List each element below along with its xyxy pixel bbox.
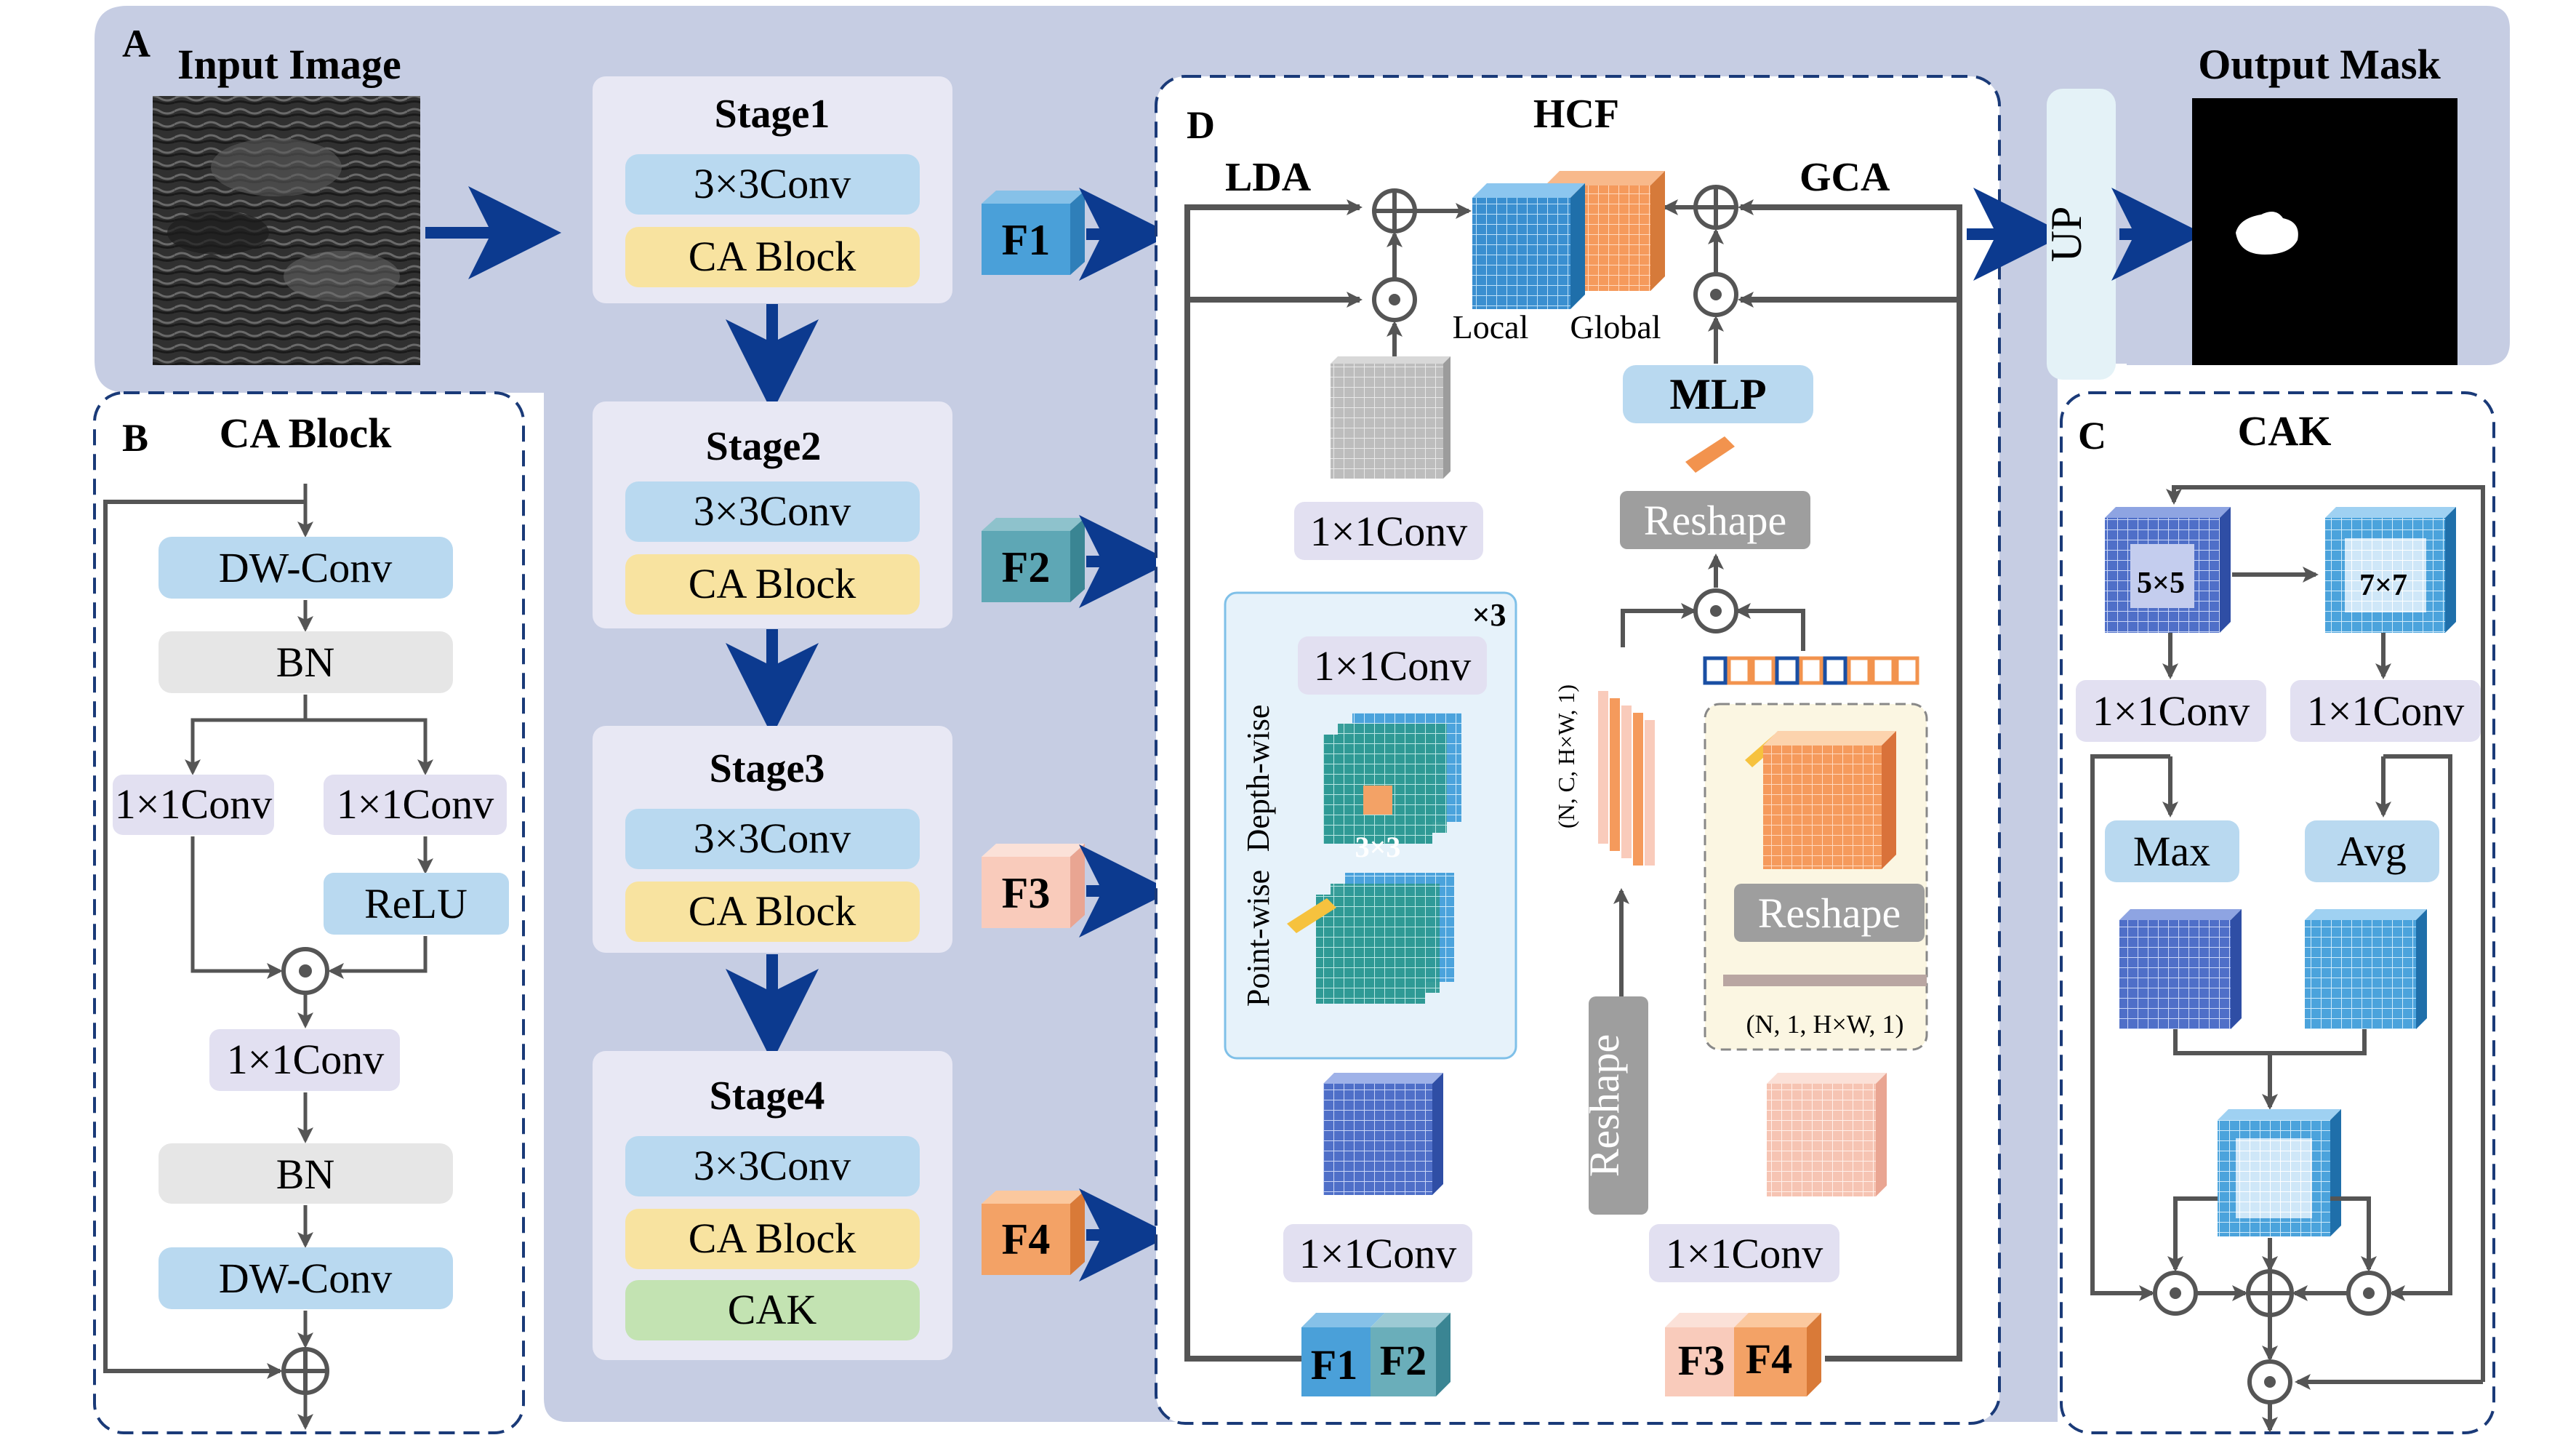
reshape-vertical-label: Reshape [1581,1034,1628,1178]
lda-conv-label: 1×1Conv [1310,508,1467,555]
stage2-ca-label: CA Block [689,560,856,607]
ca-conv-mid-label: 1×1Conv [227,1036,384,1083]
stage4-title: Stage4 [710,1074,825,1119]
hcf-title: HCF [1533,92,1619,137]
panel-a-letter: A [122,22,151,65]
upsample-block [2047,89,2116,380]
f2-cube: F2 [982,518,1085,602]
stage2-conv-label: 3×3Conv [694,487,851,535]
lda-label: LDA [1225,155,1312,200]
reshape-inner-label: Reshape [1758,890,1901,937]
ca-conv-right-label: 1×1Conv [337,780,494,828]
f4-label: F4 [1002,1215,1051,1263]
f1-cube: F1 [982,191,1085,275]
panel-b-ca-block: B CA Block DW-Conv BN 1×1Conv 1×1Conv Re… [93,391,525,1434]
pointwise-label: Point-wise [1240,870,1276,1007]
gca-input-cube [1767,1073,1887,1196]
ca-bn2-label: BN [276,1151,335,1198]
panel-d-letter: D [1187,103,1215,147]
shape-bottom-label: (N, 1, H×W, 1) [1746,1010,1904,1039]
ca-conv-left-label: 1×1Conv [115,780,272,828]
ca-relu-label: ReLU [364,880,468,927]
panel-c-letter: C [2078,414,2106,457]
hcf-input-cubes-left [1301,1313,1450,1396]
cak-7x7-cube [2325,507,2456,633]
cak-conv-right-label: 1×1Conv [2307,687,2464,735]
lda-bottom-conv-label: 1×1Conv [1299,1230,1456,1277]
cak-max-label: Max [2133,828,2210,875]
cak-7x7-label: 7×7 [2359,569,2407,602]
cak-conv-left-label: 1×1Conv [2093,687,2250,735]
reshape-top-box [1620,491,1810,549]
stage1-conv [625,154,920,215]
cak-fused-cube [2218,1109,2341,1236]
panel-b-letter: B [122,416,148,460]
local-global-cubes [1472,171,1665,309]
cak-avg-label: Avg [2337,828,2407,875]
mlp-box [1623,365,1813,423]
stage1-title: Stage1 [715,92,830,137]
input-image-title: Input Image [177,41,401,88]
output-mask-image [2192,98,2457,365]
hcf-f4-label: F4 [1746,1335,1792,1383]
cak-5x5-label: 5×5 [2137,567,2185,600]
f2-label: F2 [1002,543,1051,591]
lda-weight-cube [1331,356,1450,479]
gca-bottom-conv-label: 1×1Conv [1666,1230,1823,1277]
f1-label: F1 [1002,216,1051,264]
global-label: Global [1570,308,1661,345]
panel-c-cak: C CAK 5×5 7×7 1×1Conv 1×1Conv Max [2060,391,2495,1434]
reshape-vertical-box [1589,996,1648,1215]
depthwise-label: Depth-wise [1240,705,1276,852]
encoder-stages: Stage1 3×3Conv CA Block Stage2 3×3Conv C… [593,76,952,1360]
cak-max-cube [2119,909,2242,1029]
stage3-title: Stage3 [710,746,825,791]
hcf-input-cubes-right [1665,1313,1821,1396]
reshape-inner-cube [1763,731,1896,869]
hcf-f1-label: F1 [1311,1341,1357,1388]
inner-conv-label: 1×1Conv [1314,642,1471,689]
ca-bn1-label: BN [276,639,335,686]
stage4-conv-label: 3×3Conv [694,1142,851,1189]
cak-title: CAK [2238,407,2332,455]
mlp-label: MLP [1669,370,1766,418]
panel-d-hcf: D HCF LDA GCA Loca [1155,75,2001,1425]
kernel-label: 3×3 [1355,831,1401,863]
stage2-title: Stage2 [706,424,822,469]
hcf-f3-label: F3 [1678,1337,1725,1384]
gca-label: GCA [1799,155,1890,200]
f4-cube: F4 [982,1191,1085,1275]
ca-block-title: CA Block [220,409,393,457]
reshape-top-label: Reshape [1644,497,1787,544]
lda-output-cube [1323,1073,1443,1195]
pointwise-cubes [1287,873,1454,1004]
depthwise-cubes [1323,713,1461,844]
stage4-cak [625,1280,920,1340]
stage3-ca-label: CA Block [689,887,856,935]
f3-label: F3 [1002,869,1051,917]
up-label: UP [2042,207,2090,263]
sliced-features [1598,691,1655,866]
f3-cube: F3 [982,844,1085,928]
stage4-cak-label: CAK [728,1286,817,1333]
stage1-conv-label: 3×3Conv [694,160,851,207]
stage1-ca-block [625,227,920,287]
shape-left-label: (N, C, H×W, 1) [1553,684,1579,828]
stage1-ca-label: CA Block [689,233,856,280]
cak-5x5-cube [2105,507,2231,633]
stage3-conv-label: 3×3Conv [694,815,851,862]
output-mask-title: Output Mask [2198,41,2441,88]
ca-dwconv1-label: DW-Conv [219,544,392,591]
repeat-label: ×3 [1472,597,1506,633]
predicted-lesion [2236,212,2298,255]
ca-dwconv2-label: DW-Conv [219,1255,392,1302]
stage4-ca-label: CA Block [689,1215,856,1262]
hcf-f2-label: F2 [1380,1337,1427,1384]
local-label: Local [1453,308,1529,345]
feature-maps: F1 F2 F3 F4 [982,188,1172,1282]
attention-vector [1703,656,1919,685]
cak-avg-cube [2305,909,2427,1029]
